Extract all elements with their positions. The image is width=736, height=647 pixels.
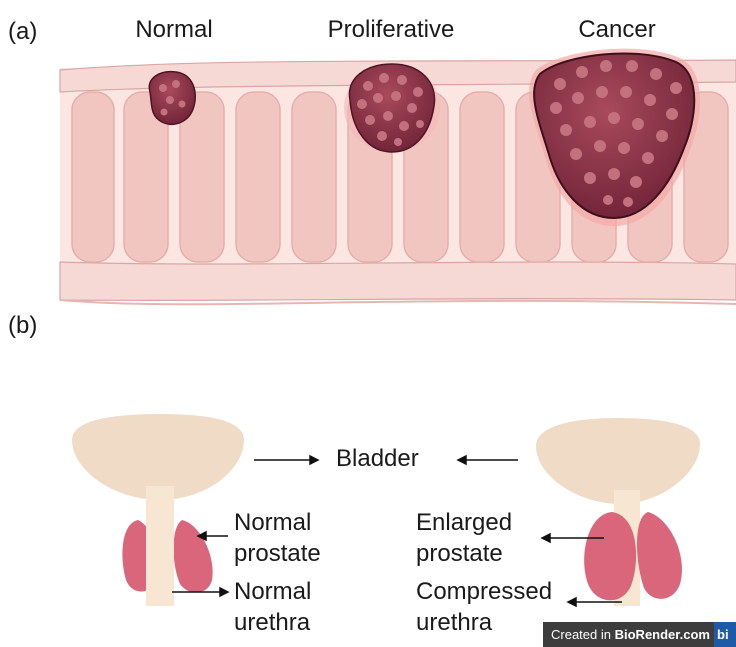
prostate-lobe-right-enlarged [637, 512, 682, 599]
label-normal-prostate-line2: prostate [234, 540, 321, 568]
watermark-tag: bi [714, 622, 736, 647]
watermark-prefix: Created in [551, 627, 611, 642]
arrow-normal-urethra-head [220, 588, 228, 596]
polyp-proliferative [344, 64, 440, 152]
colon-tissue-illustration [60, 49, 736, 305]
label-normal-urethra-line1: Normal [234, 578, 311, 606]
tissue-base [60, 262, 736, 300]
arrow-bladder-left-head [310, 456, 318, 464]
label-normal-urethra-line2: urethra [234, 609, 310, 637]
panel-a-label: (a) [8, 18, 37, 46]
urethra-normal [146, 486, 174, 606]
watermark-brand: BioRender.com [615, 627, 710, 642]
polyp-normal [149, 72, 195, 125]
stage-label-proliferative: Proliferative [328, 16, 455, 44]
prostate-lobe-right-normal [174, 520, 213, 593]
label-compressed-urethra-line2: urethra [416, 609, 492, 637]
arrow-bladder-right-head [458, 456, 466, 464]
arrow-enlarged-prostate-head [542, 534, 550, 542]
enlarged-prostate-illustration [536, 418, 700, 606]
label-compressed-urethra-line1: Compressed [416, 578, 552, 606]
biorender-watermark: Created in BioRender.com bi [543, 622, 736, 647]
label-enlarged-prostate-line1: Enlarged [416, 509, 512, 537]
stage-label-cancer: Cancer [578, 16, 655, 44]
stage-label-normal: Normal [135, 16, 212, 44]
panel-b-label: (b) [8, 312, 37, 340]
label-normal-prostate-line1: Normal [234, 509, 311, 537]
label-bladder: Bladder [336, 445, 419, 473]
label-enlarged-prostate-line2: prostate [416, 540, 503, 568]
prostate-lobe-left-enlarged [584, 512, 636, 600]
normal-prostate-illustration [72, 414, 244, 606]
arrow-compressed-urethra-head [568, 598, 576, 606]
